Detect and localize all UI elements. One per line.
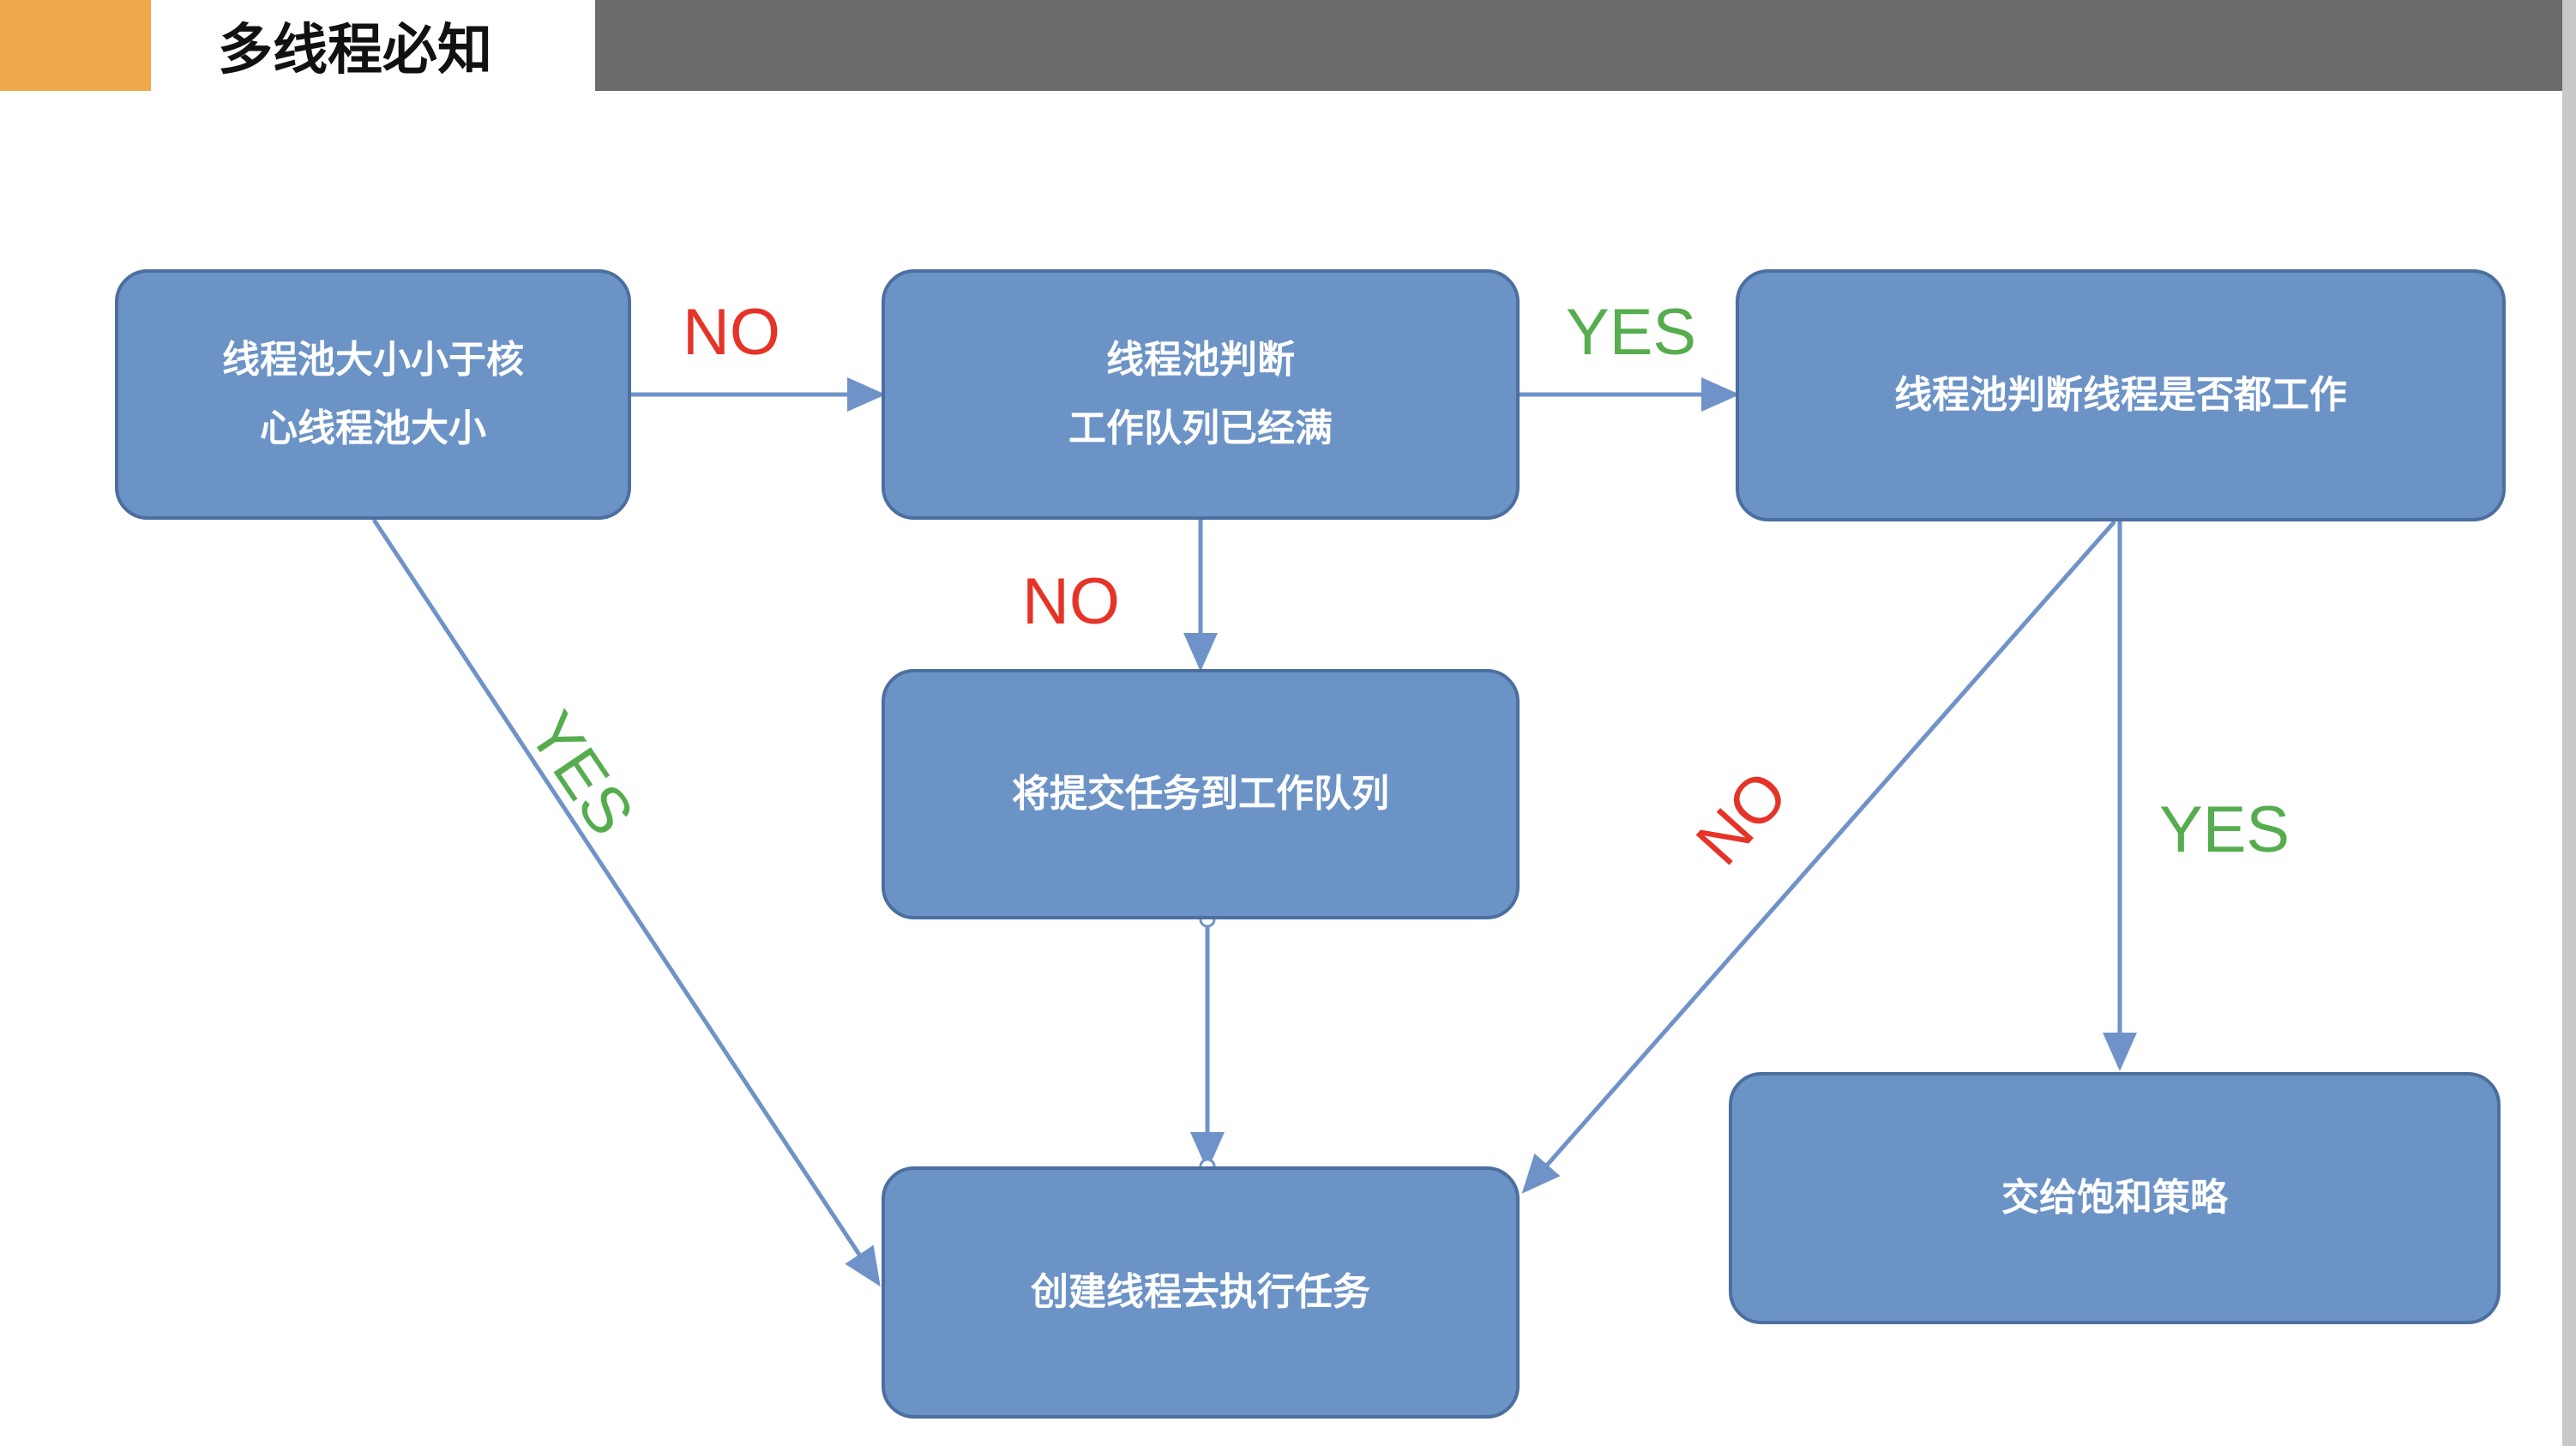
arrow-busy-to-create xyxy=(1521,520,2116,1194)
node-create-thread: 创建线程去执行任务 xyxy=(882,1166,1520,1419)
node-create-thread-label: 创建线程去执行任务 xyxy=(1031,1270,1370,1314)
edge-label-queue-to-busy: YES xyxy=(1566,296,1697,369)
node-check-core-size: 线程池大小小于核 心线程池大小 xyxy=(115,269,631,520)
node-saturation-policy: 交给饱和策略 xyxy=(1729,1072,2501,1324)
node-submit-to-queue-label: 将提交任务到工作队列 xyxy=(1012,772,1389,816)
node-check-queue-full: 线程池判断 工作队列已经满 xyxy=(882,269,1520,520)
node-check-all-busy: 线程池判断线程是否都工作 xyxy=(1736,269,2506,521)
header-bar xyxy=(595,0,2562,91)
node-saturation-policy-label: 交给饱和策略 xyxy=(2001,1176,2228,1220)
node-check-queue-full-line2: 工作队列已经满 xyxy=(1068,407,1333,450)
page-title: 多线程必知 xyxy=(151,0,595,91)
node-check-core-size-line2: 心线程池大小 xyxy=(260,407,486,450)
slide-edge xyxy=(2562,0,2576,1446)
node-submit-to-queue: 将提交任务到工作队列 xyxy=(882,669,1520,919)
arrow-core-to-create xyxy=(371,518,881,1287)
header-accent-block xyxy=(0,0,151,91)
node-check-all-busy-label: 线程池判断线程是否都工作 xyxy=(1894,373,2347,417)
node-check-core-size-line1: 线程池大小小于核 xyxy=(222,338,524,382)
edge-label-queue-to-submit: NO xyxy=(1022,565,1120,638)
edge-label-busy-to-saturation: YES xyxy=(2159,793,2290,866)
node-check-queue-full-line1: 线程池判断 xyxy=(1106,338,1295,382)
edge-label-core-to-queue: NO xyxy=(683,296,780,369)
